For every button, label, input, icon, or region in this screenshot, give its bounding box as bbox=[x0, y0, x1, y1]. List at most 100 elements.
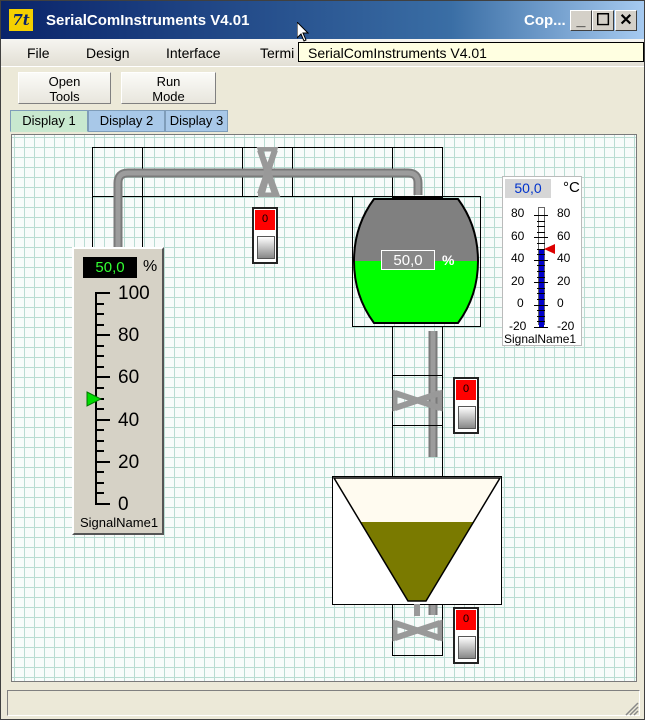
thermometer-tick-label: 60 bbox=[557, 229, 571, 243]
status-bar bbox=[7, 690, 640, 716]
thermometer-tick-mark bbox=[537, 254, 545, 256]
thermometer-tick-label: 40 bbox=[511, 251, 525, 265]
gauge-tick-mark bbox=[96, 323, 104, 326]
gauge-tick-mark bbox=[96, 450, 104, 453]
thermometer-pointer-icon bbox=[544, 243, 555, 254]
thermometer-tick-mark bbox=[537, 321, 545, 323]
thermometer-tick-label: 0 bbox=[517, 296, 524, 310]
gauge-tick-label: 60 bbox=[118, 367, 140, 388]
tank-unit: % bbox=[442, 252, 455, 268]
maximize-button[interactable]: ☐ bbox=[592, 10, 614, 31]
thermometer-tick-label: 60 bbox=[511, 229, 525, 243]
thermometer-tick-label: -20 bbox=[509, 319, 527, 333]
toolbar: Open Tools Run Mode bbox=[1, 66, 644, 108]
gauge-unit: % bbox=[143, 258, 158, 275]
gauge-tick-mark bbox=[96, 439, 104, 442]
tab-display-1[interactable]: Display 1 bbox=[10, 110, 88, 132]
mouse-cursor-icon bbox=[297, 22, 309, 42]
gauge-tick-mark bbox=[96, 334, 110, 337]
window-title-overflow: Cop... bbox=[524, 12, 566, 29]
app-icon[interactable]: 7t bbox=[9, 9, 33, 31]
gauge-pointer-icon bbox=[86, 390, 102, 407]
gauge-tick-mark bbox=[96, 344, 104, 347]
thermometer-fill bbox=[539, 248, 544, 327]
hopper[interactable] bbox=[332, 476, 502, 605]
window-title: SerialComInstruments V4.01 bbox=[46, 12, 250, 29]
valve-icon[interactable] bbox=[392, 375, 443, 426]
tab-display-3[interactable]: Display 3 bbox=[165, 110, 228, 132]
gauge-tick-mark bbox=[96, 492, 104, 495]
switch-knob[interactable] bbox=[257, 236, 275, 259]
gauge-tick-label: 40 bbox=[118, 410, 140, 431]
thermometer-tick-mark bbox=[534, 282, 548, 284]
thermometer-tick-label: -20 bbox=[557, 319, 575, 333]
thermometer-tick-mark bbox=[534, 215, 548, 216]
thermometer-tick-mark bbox=[537, 231, 545, 233]
gauge-tick-label: 20 bbox=[118, 452, 140, 473]
gauge-signal-name: SignalName1 bbox=[80, 515, 159, 530]
gauge-tick-mark bbox=[96, 376, 110, 379]
thermometer-tick-mark bbox=[537, 293, 545, 295]
gauge-tick-mark bbox=[96, 292, 110, 294]
open-tools-label-line1: Open bbox=[48, 74, 81, 89]
thermometer[interactable]: 50,0 °C 80 60 40 20 0 -20 80 60 40 20 0 … bbox=[502, 176, 582, 346]
thermometer-tick-label: 40 bbox=[557, 251, 571, 265]
valve-icon[interactable] bbox=[392, 604, 443, 656]
menu-file[interactable]: File bbox=[27, 45, 50, 61]
gauge-tick-mark bbox=[96, 302, 104, 305]
title-bar[interactable]: 7t SerialComInstruments V4.01 Cop... _ ☐… bbox=[1, 1, 644, 39]
gauge-tick-mark bbox=[96, 365, 104, 368]
thermometer-tick-mark bbox=[537, 248, 545, 250]
valve-icon[interactable] bbox=[242, 147, 293, 197]
thermometer-tick-mark bbox=[537, 271, 545, 272]
hopper-liquid bbox=[334, 522, 500, 601]
open-tools-button[interactable]: Open Tools bbox=[18, 72, 111, 104]
thermometer-signal-name: SignalName1 bbox=[504, 332, 577, 346]
resize-grip-icon[interactable] bbox=[623, 700, 639, 716]
close-button[interactable]: ✕ bbox=[615, 10, 637, 31]
thermometer-tick-mark bbox=[534, 259, 548, 261]
gauge-value-display: 50,0 bbox=[83, 257, 137, 278]
thermometer-tick-mark bbox=[537, 243, 545, 244]
run-mode-button[interactable]: Run Mode bbox=[121, 72, 216, 104]
thermometer-tick-mark bbox=[534, 327, 548, 328]
thermometer-tick-mark bbox=[537, 315, 545, 317]
tank-value-display: 50,0 bbox=[381, 250, 435, 270]
menu-terminal[interactable]: Termi bbox=[260, 45, 295, 61]
thermometer-tick-mark bbox=[537, 265, 545, 267]
tooltip: SerialComInstruments V4.01 bbox=[298, 42, 644, 62]
thermometer-tick-label: 0 bbox=[557, 296, 564, 310]
thermometer-tick-mark bbox=[534, 304, 548, 306]
tank[interactable] bbox=[352, 196, 481, 327]
gauge-tick-mark bbox=[96, 471, 104, 474]
minimize-button[interactable]: _ bbox=[570, 10, 592, 31]
run-mode-label-line1: Run bbox=[156, 74, 181, 89]
menu-design[interactable]: Design bbox=[86, 45, 130, 61]
toggle-switch[interactable]: 0 bbox=[453, 377, 479, 434]
pipe-cell[interactable] bbox=[392, 425, 443, 477]
thermometer-tick-mark bbox=[537, 299, 545, 300]
gauge-tick-label: 100 bbox=[118, 283, 150, 304]
thermometer-tick-label: 20 bbox=[511, 274, 525, 288]
display-canvas[interactable]: 0 50,0 % 100 80 60 40 20 0 SignalName1 bbox=[11, 134, 637, 682]
toggle-switch[interactable]: 0 bbox=[252, 207, 278, 264]
gauge-tick-mark bbox=[96, 481, 104, 484]
vertical-gauge[interactable]: 50,0 % 100 80 60 40 20 0 SignalName1 bbox=[72, 247, 164, 535]
tab-display-2[interactable]: Display 2 bbox=[88, 110, 165, 132]
gauge-tick-mark bbox=[96, 386, 104, 389]
toggle-switch[interactable]: 0 bbox=[453, 607, 479, 664]
thermometer-tick-label: 80 bbox=[557, 206, 571, 220]
thermometer-tick-mark bbox=[537, 276, 545, 278]
menu-interface[interactable]: Interface bbox=[166, 45, 221, 61]
switch-value: 0 bbox=[255, 210, 275, 230]
pipe-cell[interactable] bbox=[392, 326, 443, 376]
thermometer-tick-mark bbox=[537, 310, 545, 312]
thermometer-tick-mark bbox=[537, 226, 545, 228]
switch-value: 0 bbox=[456, 610, 476, 630]
switch-value: 0 bbox=[456, 380, 476, 400]
gauge-tick-label: 0 bbox=[118, 494, 129, 515]
switch-knob[interactable] bbox=[458, 406, 476, 429]
switch-knob[interactable] bbox=[458, 636, 476, 659]
gauge-tick-mark bbox=[96, 429, 104, 432]
